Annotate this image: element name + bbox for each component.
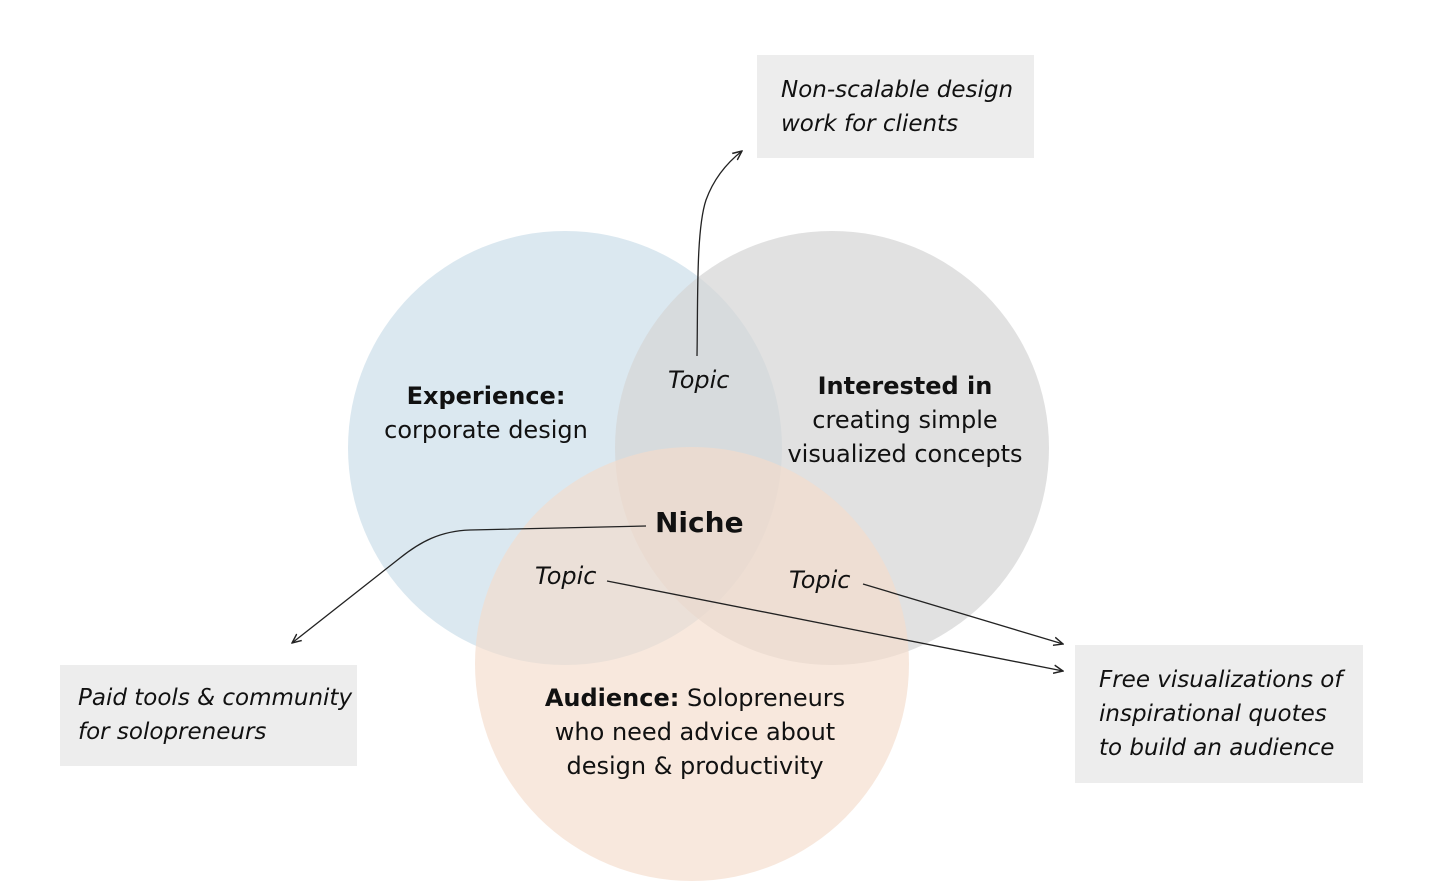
audience-text-line-1: Solopreneurs xyxy=(687,684,846,712)
interest-text-line-1: creating simple xyxy=(812,406,998,434)
experience-heading: Experience: xyxy=(406,382,566,410)
interest-heading: Interested in xyxy=(817,372,993,400)
note-right: Free visualizations of inspirational quo… xyxy=(1075,645,1363,783)
interest-text-line-2: visualized concepts xyxy=(787,440,1023,468)
note-right-line-3: to build an audience xyxy=(1099,735,1335,761)
topic-label-top: Topic xyxy=(668,366,730,394)
note-left-line-1: Paid tools & community xyxy=(78,685,353,711)
note-right-line-1: Free visualizations of xyxy=(1099,667,1343,693)
note-right-line-2: inspirational quotes xyxy=(1099,701,1327,727)
experience-label: Experience: corporate design xyxy=(356,379,616,447)
note-top-line-2: work for clients xyxy=(781,111,959,137)
right-topic-to-right-note-arrow xyxy=(862,583,1063,644)
note-left-line-2: for solopreneurs xyxy=(78,719,267,745)
audience-circle xyxy=(475,447,909,881)
audience-text-line-3: design & productivity xyxy=(566,752,824,780)
topic-label-left: Topic xyxy=(535,562,597,590)
niche-label: Niche xyxy=(655,506,744,539)
audience-label: Audience: Solopreneurs who need advice a… xyxy=(530,681,860,783)
note-top-line-1: Non-scalable design xyxy=(781,77,1014,103)
niche-to-left-note-arrow xyxy=(292,525,647,643)
interest-label: Interested in creating simple visualized… xyxy=(770,369,1040,471)
experience-text: corporate design xyxy=(384,416,588,444)
audience-heading: Audience: xyxy=(544,684,680,712)
topic-label-right: Topic xyxy=(789,566,851,594)
note-left: Paid tools & community for solopreneurs xyxy=(60,665,357,766)
audience-text-line-2: who need advice about xyxy=(554,718,836,746)
top-topic-arrow xyxy=(696,151,742,357)
note-top: Non-scalable design work for clients xyxy=(757,55,1034,158)
left-topic-to-right-note-arrow xyxy=(606,580,1063,671)
